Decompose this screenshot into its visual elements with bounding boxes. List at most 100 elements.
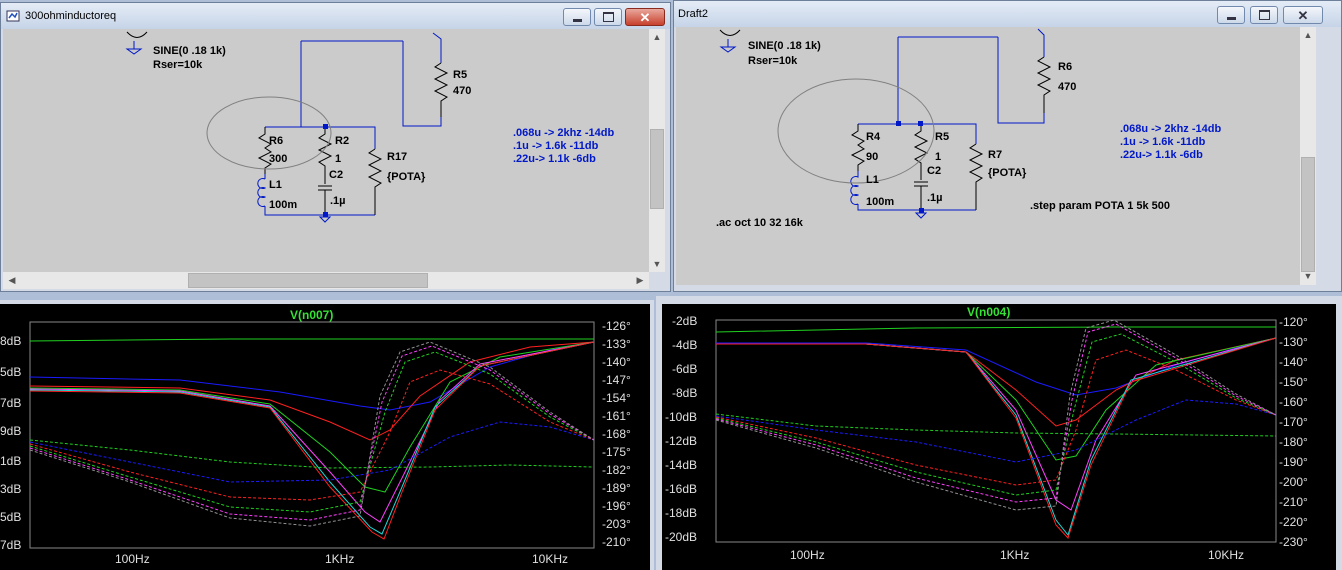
trace-name[interactable]: V(n004) [967,305,1011,319]
y-tick: -203° [602,517,631,531]
trace [29,341,595,523]
y-tick: -154° [602,391,631,405]
y-tick: -10dB [665,410,698,424]
x-tick: 1KHz [1000,548,1030,562]
junction [323,124,328,129]
y-tick: -210° [1279,495,1308,509]
ltspice-schematic-icon [6,10,20,22]
trace [29,338,594,342]
y-tick: -210° [602,535,631,549]
close-button[interactable]: ✕ [1283,6,1323,24]
y-tick: -6dB [672,362,698,376]
plot-pane[interactable]: V(n007) 8dB 5dB 7dB 9dB 1dB 3dB 5dB 7dB … [0,304,650,570]
maximize-button[interactable] [1250,6,1278,24]
trace-area [29,321,595,549]
x-tick: 10KHz [1208,548,1245,562]
trace [715,349,1277,486]
y-tick: -150° [1279,375,1308,389]
waveform-window-right[interactable]: V(n004) -2dB -4dB -6dB -8dB -10dB -12dB … [656,296,1342,570]
y-tick: -161° [602,409,631,423]
r4-value: 90 [866,151,879,163]
c2-name: C2 [329,169,344,181]
r17-name: R17 [387,151,408,163]
trace [29,345,595,521]
maximize-button[interactable] [594,8,622,26]
vertical-scrollbar[interactable]: ▲ ▼ [649,29,665,272]
step-directive: .step param POTA 1 5k 500 [1030,200,1171,212]
y-tick: -230° [1279,535,1308,549]
y-tick: -126° [602,319,631,333]
scroll-thumb[interactable] [650,129,664,209]
y-tick: 1dB [0,454,22,468]
c2-value: .1µ [330,195,346,207]
source-label: SINE(0 .18 1k) [153,45,226,57]
trace-name[interactable]: V(n007) [290,308,334,322]
trace [29,341,595,493]
maximize-icon [602,12,614,22]
title-bar[interactable]: 300ohminductoreq ✕ [1,3,670,29]
trace [715,323,1277,503]
note-line-3: .22u-> 1.1k -6db [513,153,596,165]
scroll-right-icon[interactable]: ▶ [636,275,644,285]
y-tick: -120° [1279,315,1308,329]
y-tick: 7dB [0,396,22,410]
vertical-scrollbar[interactable]: ▲ ▼ [1300,27,1316,285]
schematic-window-left[interactable]: 300ohminductoreq ✕ [0,2,671,292]
r6-name: R6 [1058,61,1073,73]
r7-name: R7 [988,149,1003,161]
window-title: Draft2 [678,8,708,20]
close-icon: ✕ [639,9,651,25]
minimize-button[interactable] [563,8,591,26]
trace [716,337,1277,427]
trace-area [715,319,1277,543]
scroll-left-icon[interactable]: ◀ [8,275,16,285]
scroll-thumb[interactable] [1301,157,1315,272]
scroll-up-icon[interactable]: ▲ [1303,30,1313,40]
y-tick: -2dB [672,314,698,328]
r6-value: 300 [269,153,288,165]
trace [715,399,1277,463]
y-tick: -140° [1279,355,1308,369]
trace [29,369,595,501]
scroll-thumb[interactable] [188,273,428,288]
y-tick: 9dB [0,424,22,438]
scroll-down-icon[interactable]: ▼ [1303,271,1313,281]
scroll-up-icon[interactable]: ▲ [652,32,662,42]
r2-name: R2 [335,135,350,147]
y-tick: -175° [602,445,631,459]
title-bar[interactable]: Draft2 ✕ [674,1,1341,27]
trace-group [29,338,595,540]
y-tick: -200° [1279,475,1308,489]
y-tick: -182° [602,463,631,477]
r5-name: R5 [453,69,468,81]
plot-pane[interactable]: V(n004) -2dB -4dB -6dB -8dB -10dB -12dB … [662,304,1336,570]
note-line-1: .068u -> 2khz -14db [513,127,615,139]
r2-value: 1 [335,153,342,165]
scroll-down-icon[interactable]: ▼ [652,259,662,269]
trace [29,421,595,483]
schematic-drawing [719,28,1052,219]
l1-name: L1 [269,179,282,191]
schematic-canvas[interactable]: SINE(0 .18 1k) Rser=10k R5 470 R6 300 R2… [3,29,649,272]
y-tick: -130° [1279,335,1308,349]
x-tick: 100Hz [115,552,150,566]
y-tick: -168° [602,427,631,441]
l1-name: L1 [866,174,879,186]
y-tick: 5dB [0,365,22,379]
y-tick: -196° [602,499,631,513]
waveform-window-left[interactable]: V(n007) 8dB 5dB 7dB 9dB 1dB 3dB 5dB 7dB … [0,300,654,570]
schematic-canvas[interactable]: SINE(0 .18 1k) Rser=10k R6 470 R4 90 R5 … [676,27,1300,285]
x-tick: 100Hz [790,548,825,562]
minimize-button[interactable] [1217,6,1245,24]
y-tick: -170° [1279,415,1308,429]
window-title: 300ohminductoreq [25,10,117,22]
schematic-window-right[interactable]: Draft2 ✕ SINE(0 .18 1k) Rser=10k R6 470 [673,0,1342,292]
horizontal-scrollbar[interactable]: ◀ ▶ [3,272,649,289]
x-tick: 1KHz [325,552,355,566]
y-tick: -4dB [672,338,698,352]
source-series-label: Rser=10k [153,59,203,71]
close-button[interactable]: ✕ [625,8,665,26]
r5-value: 470 [453,85,472,97]
y-tick: -12dB [665,434,698,448]
r4-name: R4 [866,131,881,143]
